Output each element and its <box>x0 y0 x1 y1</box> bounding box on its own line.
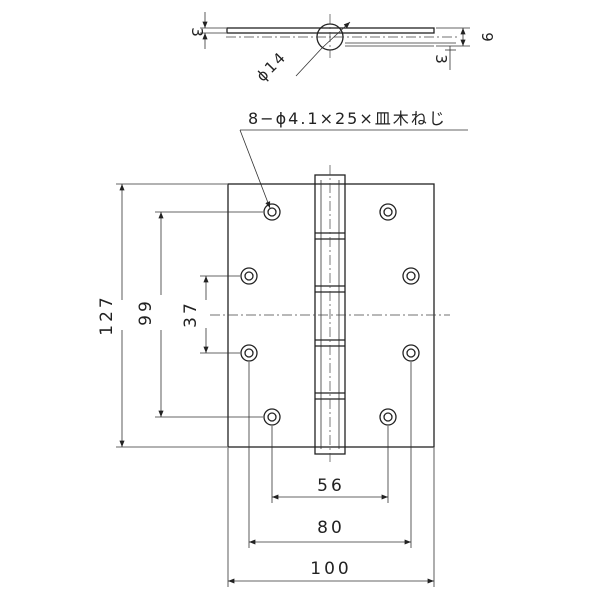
pin-leader-line <box>295 47 323 77</box>
inner-hole-spacing-label: 56 <box>317 476 345 496</box>
screw-hole <box>379 203 397 221</box>
pin-diameter-label: ϕ14 <box>253 48 290 85</box>
screw-hole <box>379 408 397 426</box>
horizontal-dimensions: 56 80 100 <box>227 362 435 587</box>
side-view-leaf <box>226 27 435 34</box>
screw-hole <box>402 344 420 362</box>
side-offset-label: 3 <box>432 54 450 66</box>
pin-leader-arrow <box>321 21 351 49</box>
front-view <box>210 165 450 462</box>
vertical-dimensions: 127 99 37 <box>97 183 263 448</box>
screw-leader-arrow <box>239 129 271 209</box>
screw-hole <box>402 267 420 285</box>
overall-width-label: 100 <box>310 559 351 579</box>
hinge-leaves-outline <box>227 183 435 448</box>
side-view: 3 ϕ14 9 3 <box>188 12 496 85</box>
screw-callout: 8−ϕ4.1×25×皿木ねじ <box>239 109 468 209</box>
outer-hole-pitch-label: 99 <box>136 298 156 326</box>
overall-height-label: 127 <box>97 294 117 335</box>
knuckle-height-label: 9 <box>478 32 496 44</box>
screw-hole <box>263 408 281 426</box>
inner-hole-pitch-label: 37 <box>181 300 201 328</box>
screw-hole <box>240 267 258 285</box>
screw-note-label: 8−ϕ4.1×25×皿木ねじ <box>248 109 447 128</box>
side-thickness-label: 3 <box>188 27 206 39</box>
screw-hole <box>263 203 281 221</box>
outer-hole-spacing-label: 80 <box>317 518 345 538</box>
screw-hole <box>240 344 258 362</box>
